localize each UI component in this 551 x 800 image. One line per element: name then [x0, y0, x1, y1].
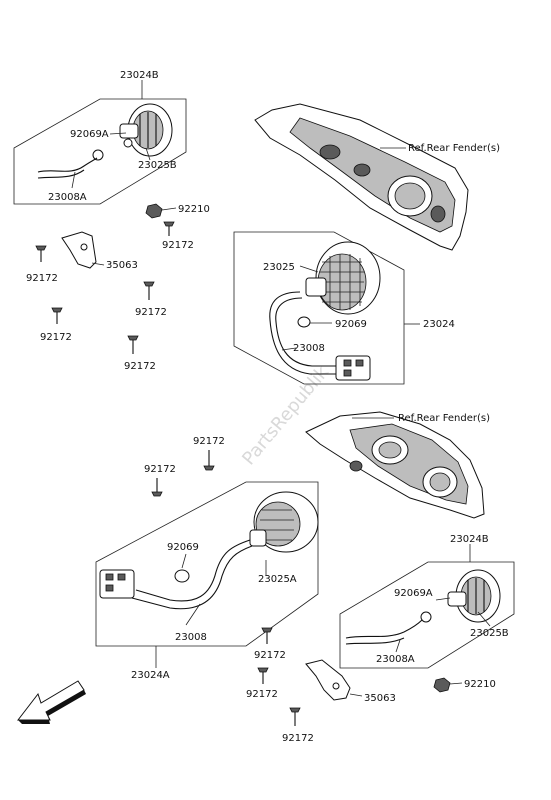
bracket-35063-bottom	[305, 659, 363, 701]
screw-92172-a	[163, 221, 175, 236]
assembly-23024	[233, 231, 420, 385]
label-ref-rear-fender-top: Ref.Rear Fender(s)	[408, 143, 500, 154]
assembly-23024A	[95, 481, 319, 668]
label-23025A: 23025A	[258, 574, 297, 585]
screw-92172-d	[51, 307, 63, 324]
nut-92210-top	[145, 203, 177, 219]
label-92172-br-a: 92172	[254, 650, 286, 661]
socket-23025	[305, 241, 381, 315]
wire-23008	[269, 291, 336, 375]
bulb-92069A-bottom	[420, 611, 432, 623]
label-92069A-bottom: 92069A	[394, 588, 433, 599]
screw-92172-e	[127, 335, 139, 354]
screw-92172-br-c	[289, 707, 301, 726]
label-92172-e: 92172	[124, 361, 156, 372]
wire-23008A-top	[37, 157, 98, 173]
label-23024: 23024	[423, 319, 455, 330]
front-direction-arrow-icon	[16, 680, 86, 724]
label-23025B-top: 23025B	[138, 160, 177, 171]
wire-23008A-bottom	[345, 619, 423, 639]
assembly-23024B-bottom	[339, 544, 515, 669]
label-92172-c: 92172	[135, 307, 167, 318]
label-92069: 92069	[335, 319, 367, 330]
label-23025: 23025	[263, 262, 295, 273]
label-92210-bottom: 92210	[464, 679, 496, 690]
screw-92172-mid-b	[151, 478, 163, 497]
label-92172-br-c: 92172	[282, 733, 314, 744]
bracket-35063-top	[61, 231, 105, 269]
label-23008-bottom: 23008	[175, 632, 207, 643]
label-92172-br-b: 92172	[246, 689, 278, 700]
assembly-frame-23024B-top	[13, 98, 187, 205]
label-23008A-bottom: 23008A	[376, 654, 415, 665]
label-92210-top: 92210	[178, 204, 210, 215]
label-92069A-top: 92069A	[70, 129, 109, 140]
label-35063-top: 35063	[106, 260, 138, 271]
label-92172-mid-a: 92172	[193, 436, 225, 447]
label-92172-b: 92172	[26, 273, 58, 284]
assembly-frame-23024	[233, 231, 405, 385]
label-92069-bottom: 92069	[167, 542, 199, 553]
label-23025B-bottom: 23025B	[470, 628, 509, 639]
label-23024A: 23024A	[131, 670, 170, 681]
screw-92172-br-b	[257, 667, 269, 684]
watermark: PartsRepublik	[238, 362, 333, 470]
connector-23024	[335, 355, 371, 381]
label-ref-rear-fender-mid: Ref.Rear Fender(s)	[398, 413, 490, 424]
label-23024B-bottom: 23024B	[450, 534, 489, 545]
screw-92172-mid-a	[203, 450, 215, 471]
label-92172-a: 92172	[162, 240, 194, 251]
socket-23025B-bottom	[447, 569, 501, 623]
label-23008: 23008	[293, 343, 325, 354]
bulb-92069-bottom	[174, 569, 190, 583]
connector-23024A	[99, 569, 135, 599]
assembly-frame-23024A	[95, 481, 319, 647]
nut-92210-bottom	[433, 677, 463, 693]
rear-fender-mid	[305, 411, 485, 519]
label-92172-d: 92172	[40, 332, 72, 343]
screw-92172-b	[35, 245, 47, 262]
socket-23025B-top	[119, 103, 173, 157]
wire-23008-bottom	[135, 539, 251, 602]
label-35063-bottom: 35063	[364, 693, 396, 704]
label-23008A-top: 23008A	[48, 192, 87, 203]
label-23024B-top: 23024B	[120, 70, 159, 81]
label-92172-mid-b: 92172	[144, 464, 176, 475]
bulb-92069A-top	[92, 149, 104, 161]
assembly-frame-23024B-bottom	[339, 561, 515, 669]
rear-fender-top	[254, 103, 469, 251]
socket-23025A	[249, 491, 319, 553]
screw-92172-br-a	[261, 627, 273, 644]
bulb-92069	[297, 316, 311, 328]
screw-92172-c	[143, 281, 155, 300]
assembly-23024B-top	[13, 80, 187, 205]
